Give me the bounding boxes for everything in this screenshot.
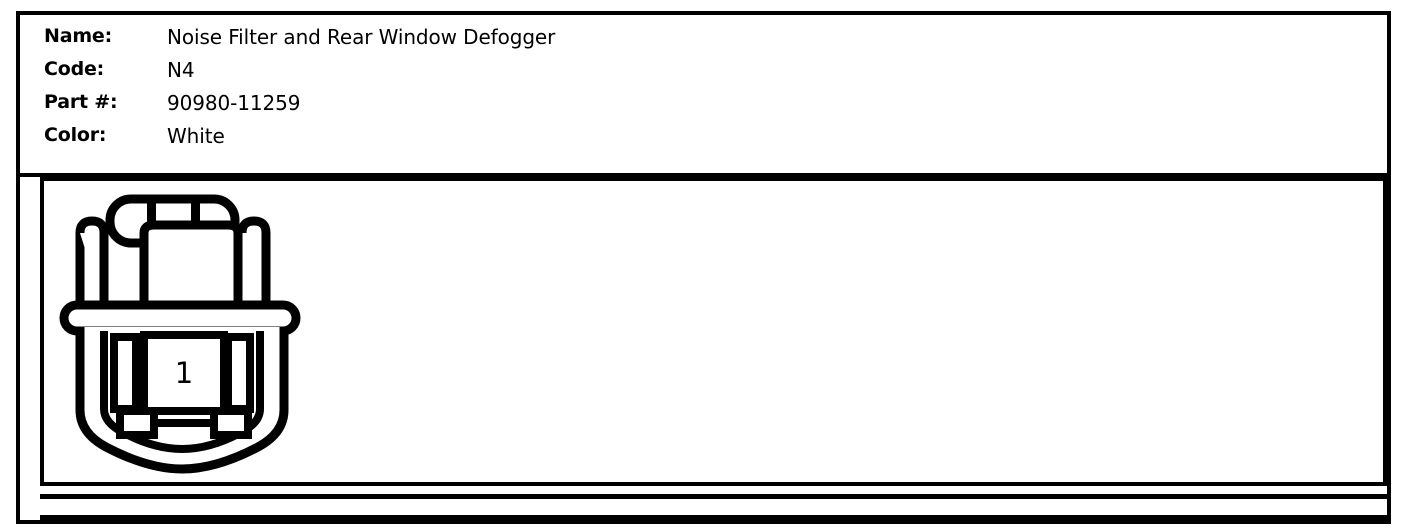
outer-frame: Name: Noise Filter and Rear Window Defog… [16, 11, 1391, 524]
spec-row-part-number: Part #: 90980-11259 [44, 91, 1244, 124]
spec-row-color: Color: White [44, 124, 1244, 157]
spec-list: Name: Noise Filter and Rear Window Defog… [44, 25, 1244, 157]
spec-label-color: Color: [44, 124, 107, 146]
bottom-latch-left [116, 407, 158, 439]
footer-strip [40, 494, 1387, 520]
diagram-panel: 1 [40, 177, 1387, 486]
spec-divider [20, 173, 1387, 177]
lock-tab-rib-left [147, 199, 156, 225]
right-side-slot [224, 333, 254, 413]
spec-value-part-number: 90980-11259 [167, 91, 301, 115]
spec-value-name: Noise Filter and Rear Window Defogger [167, 25, 556, 49]
spec-label-part-number: Part #: [44, 91, 118, 113]
connector-diagram: 1 [58, 185, 318, 485]
cavity-1 [140, 331, 228, 415]
left-side-slot [110, 333, 140, 413]
bottom-latch-right [210, 407, 252, 439]
center-top-block [139, 220, 243, 318]
right-prong [237, 216, 271, 309]
spec-label-name: Name: [44, 25, 113, 47]
spec-row-name: Name: Noise Filter and Rear Window Defog… [44, 25, 1244, 58]
spec-value-code: N4 [167, 58, 195, 82]
spec-label-code: Code: [44, 58, 105, 80]
bottom-latch-connector-bar [154, 419, 214, 427]
spec-row-code: Code: N4 [44, 58, 1244, 91]
cavity-number-1: 1 [175, 356, 193, 390]
left-prong [75, 216, 109, 309]
lock-tab-rib-right [191, 199, 200, 225]
connector-face-view-icon: 1 [59, 194, 301, 474]
spec-value-color: White [167, 124, 225, 148]
